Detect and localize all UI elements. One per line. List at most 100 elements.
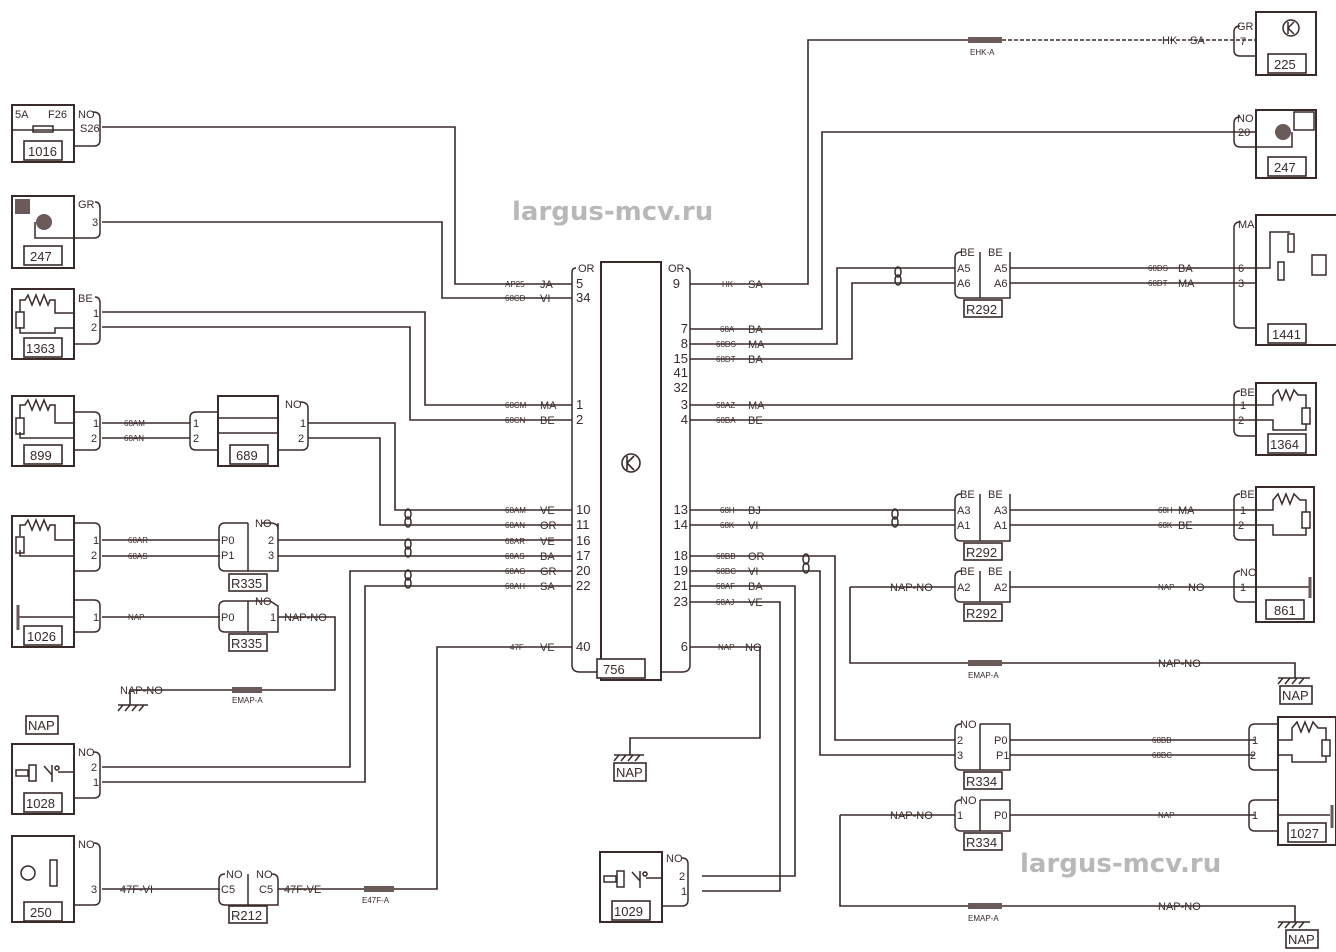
svg-text:MA: MA bbox=[540, 400, 557, 412]
svg-text:2: 2 bbox=[298, 433, 304, 445]
svg-text:EMAP-A: EMAP-A bbox=[968, 671, 999, 680]
component-1363-sensor[interactable]: BE 1 2 1363 bbox=[11, 288, 101, 360]
svg-text:NO: NO bbox=[256, 869, 273, 881]
component-1016-fuse-box[interactable]: 5A F26 NO S26 1016 bbox=[11, 104, 101, 163]
svg-text:BE: BE bbox=[78, 293, 93, 305]
ground-nap-right-1[interactable]: EMAP-A NAP-NO NAP bbox=[968, 658, 1313, 705]
left-connector-color: OR bbox=[578, 263, 595, 275]
svg-text:GR: GR bbox=[78, 199, 95, 211]
svg-text:1016: 1016 bbox=[28, 144, 57, 159]
svg-text:10: 10 bbox=[576, 502, 590, 517]
svg-text:R334: R334 bbox=[966, 835, 997, 850]
ground-icon bbox=[1277, 921, 1310, 929]
svg-text:NO: NO bbox=[78, 839, 95, 851]
svg-text:68BC: 68BC bbox=[1152, 751, 1172, 760]
svg-text:2: 2 bbox=[91, 762, 97, 774]
svg-text:MA: MA bbox=[1238, 219, 1255, 231]
svg-text:BA: BA bbox=[540, 551, 555, 563]
central-unit-756[interactable]: OR OR 756 bbox=[571, 261, 691, 681]
svg-text:23: 23 bbox=[674, 594, 688, 609]
svg-text:BE: BE bbox=[540, 415, 555, 427]
svg-text:A2: A2 bbox=[957, 582, 970, 594]
svg-text:EMAP-A: EMAP-A bbox=[968, 914, 999, 923]
svg-text:17: 17 bbox=[576, 548, 590, 563]
svg-text:A2: A2 bbox=[994, 582, 1007, 594]
component-247-lamp-right[interactable]: NO 20 247 bbox=[1233, 109, 1317, 179]
component-1029-switch[interactable]: NO 2 1 1029 bbox=[599, 851, 689, 923]
component-1028-switch[interactable]: NO 2 1 1028 bbox=[11, 743, 101, 815]
component-861-sensor[interactable]: 68H MA 68K BE NAP NO BE 1 2 NO 1 861 bbox=[1158, 486, 1315, 623]
connector-r292-b[interactable]: BE BE A3 A1 A3 A1 R292 bbox=[954, 489, 1011, 561]
component-1364-sensor[interactable]: BE 1 2 1364 bbox=[1233, 382, 1317, 456]
svg-text:3: 3 bbox=[268, 550, 274, 562]
svg-text:2: 2 bbox=[91, 550, 97, 562]
svg-text:3: 3 bbox=[91, 884, 97, 896]
svg-text:VE: VE bbox=[540, 505, 555, 517]
svg-text:7: 7 bbox=[681, 321, 688, 336]
svg-text:16: 16 bbox=[576, 533, 590, 548]
svg-text:NO: NO bbox=[960, 719, 977, 731]
svg-text:VE: VE bbox=[540, 536, 555, 548]
svg-text:1: 1 bbox=[1252, 735, 1258, 747]
svg-text:P1: P1 bbox=[996, 750, 1009, 762]
svg-text:2: 2 bbox=[1238, 415, 1244, 427]
svg-text:BE: BE bbox=[988, 489, 1003, 501]
component-1026-sensor[interactable]: 1 2 1 68AR 68AS NAP 1026 bbox=[11, 515, 148, 648]
svg-text:NAP: NAP bbox=[1282, 688, 1309, 703]
component-689-module[interactable]: 1 2 NO 1 2 689 bbox=[189, 395, 309, 467]
svg-text:41: 41 bbox=[674, 365, 688, 380]
connector-r212[interactable]: NO NO C5 C5 47F-VE R212 E47F-A bbox=[218, 869, 394, 924]
svg-text:68AS: 68AS bbox=[128, 552, 148, 561]
ground-nap-left[interactable]: EMAP-A NAP-NO NAP bbox=[25, 685, 263, 735]
svg-text:BE: BE bbox=[960, 247, 975, 259]
component-899-sensor[interactable]: 1 2 68AM 68AN 899 bbox=[11, 395, 145, 467]
svg-text:NAP-NO: NAP-NO bbox=[284, 612, 327, 624]
svg-text:899: 899 bbox=[30, 448, 52, 463]
svg-text:BE: BE bbox=[748, 415, 763, 427]
svg-text:2: 2 bbox=[91, 433, 97, 445]
svg-text:47F-VE: 47F-VE bbox=[284, 884, 321, 896]
component-1441-switch[interactable]: 68DS BA 68DT MA MA 6 3 1441 bbox=[1148, 214, 1336, 346]
svg-text:NAP-NO: NAP-NO bbox=[890, 582, 933, 594]
svg-text:NAP: NAP bbox=[1288, 932, 1315, 947]
svg-text:2: 2 bbox=[193, 433, 199, 445]
component-225-ecu[interactable]: EHK-A HK SA GR 7 225 bbox=[968, 11, 1317, 76]
svg-text:GR: GR bbox=[540, 566, 557, 578]
twisted-pair-icon bbox=[894, 266, 902, 286]
svg-text:OR: OR bbox=[540, 520, 557, 532]
svg-text:BE: BE bbox=[1178, 520, 1193, 532]
splice-icon bbox=[968, 660, 1002, 666]
connector-r292-c[interactable]: BE BE A2 A2 NAP-NO R292 bbox=[890, 566, 1011, 622]
svg-text:P0: P0 bbox=[994, 810, 1007, 822]
svg-text:20: 20 bbox=[1238, 127, 1250, 139]
component-250-gauge[interactable]: NO 3 47F-VI 250 bbox=[11, 835, 153, 923]
resistor-icon bbox=[19, 292, 74, 334]
splice-icon bbox=[968, 903, 1002, 909]
connector-r335-a[interactable]: P0 P1 NO 2 3 R335 bbox=[218, 518, 279, 592]
watermark: largus-mcv.ru bbox=[512, 197, 713, 227]
svg-text:21: 21 bbox=[674, 578, 688, 593]
ground-nap-center[interactable]: NAP bbox=[613, 754, 647, 782]
svg-text:1: 1 bbox=[1252, 810, 1258, 822]
connector-r292-a[interactable]: BE BE A5 A6 A5 A6 R292 bbox=[954, 247, 1011, 318]
component-247-lamp[interactable]: GR 3 247 bbox=[11, 195, 101, 269]
svg-text:P0: P0 bbox=[221, 535, 234, 547]
svg-text:18: 18 bbox=[674, 548, 688, 563]
svg-text:EMAP-A: EMAP-A bbox=[232, 696, 263, 705]
connector-r335-b[interactable]: P0 NO 1 NAP-NO R335 bbox=[218, 596, 327, 652]
svg-text:13: 13 bbox=[674, 502, 688, 517]
ground-nap-right-2[interactable]: EMAP-A NAP-NO NAP bbox=[968, 901, 1319, 949]
svg-text:1: 1 bbox=[93, 535, 99, 547]
svg-text:5A: 5A bbox=[15, 109, 29, 121]
wires-left bbox=[102, 126, 572, 890]
svg-text:NAP: NAP bbox=[28, 718, 55, 733]
svg-text:MA: MA bbox=[748, 339, 765, 351]
svg-text:SA: SA bbox=[540, 581, 555, 593]
component-1027-sensor[interactable]: 1 2 1 1027 bbox=[1248, 716, 1336, 846]
svg-text:4: 4 bbox=[681, 412, 688, 427]
connector-r334-a[interactable]: NO 2 3 P0 P1 68BB 68BC R334 bbox=[954, 719, 1172, 790]
svg-text:NO: NO bbox=[285, 399, 302, 411]
level-bar-icon bbox=[49, 859, 58, 887]
connector-r334-b[interactable]: NO 1 P0 NAP-NO NAP R334 bbox=[890, 795, 1174, 851]
